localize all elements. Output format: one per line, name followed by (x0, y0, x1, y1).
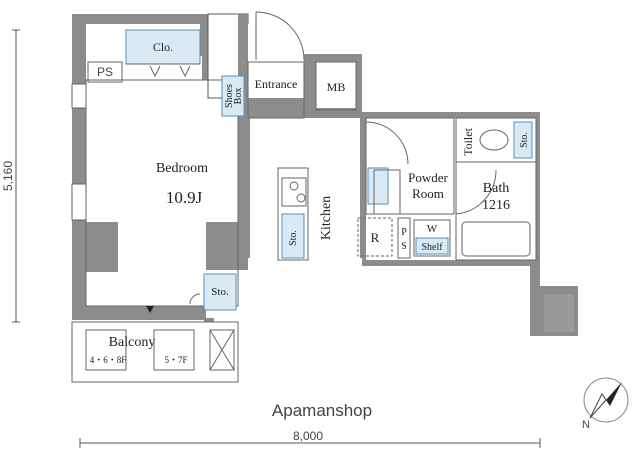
balcony-storage-label: Sto. (211, 286, 229, 298)
height-dimension: 5,160 (1, 29, 20, 323)
entrance-door (255, 11, 305, 61)
pipe-space-left (87, 61, 123, 83)
toilet-bowl (479, 129, 509, 151)
compass-label: N (582, 419, 590, 431)
pipe-space-small-p: P (401, 227, 407, 238)
balcony-note-left: 4・6・8F (90, 355, 127, 365)
bath-room (455, 161, 537, 261)
brand-logo: Apamanshop (272, 401, 372, 420)
refrigerator-label: R (371, 230, 380, 245)
balcony-storage (203, 273, 237, 311)
width-dimension-label: 8,000 (293, 429, 323, 443)
pipe-space-left-label: PS (97, 65, 113, 79)
stove (281, 177, 307, 207)
pipe-space-small-s: S (401, 241, 407, 252)
bath-size: 1216 (482, 198, 510, 213)
kitchen-storage-label: Sto. (288, 230, 299, 246)
bedroom-size: 10.9J (166, 188, 203, 207)
width-dimension: 8,000 (79, 429, 541, 448)
shelf (415, 237, 449, 255)
shoes-box-label-1: Shoes (224, 84, 235, 108)
entrance-label: Entrance (255, 77, 298, 91)
balcony (71, 321, 239, 383)
toilet-storage (513, 121, 533, 159)
toilet-label: Toilet (461, 127, 475, 155)
washer-space (413, 219, 451, 257)
bath-label: Bath (483, 181, 509, 196)
powder-room-label-2: Room (412, 186, 444, 201)
height-dimension-label: 5,160 (1, 161, 15, 191)
shoes-box-label-2: Box (233, 88, 244, 105)
bathtub (461, 221, 531, 257)
powder-room-label-1: Powder (408, 170, 448, 185)
refrigerator (357, 217, 393, 257)
shelf-label: Shelf (421, 242, 443, 253)
bedroom-label: Bedroom (156, 161, 208, 176)
entrance (247, 61, 305, 119)
shoes-box (221, 75, 245, 117)
balcony-door-marker (146, 306, 154, 313)
balcony-note-right: 5・7F (164, 355, 187, 365)
powder-room (365, 117, 455, 215)
compass-icon: N (582, 377, 629, 431)
vanity (367, 167, 389, 205)
toilet-storage-label: Sto. (519, 132, 530, 148)
pipe-space-small (397, 217, 411, 259)
kitchen-label: Kitchen (319, 196, 334, 240)
meter-box (315, 61, 357, 111)
washer-label: W (427, 223, 438, 235)
meter-box-label: MB (327, 80, 346, 94)
kitchen-counter (277, 167, 309, 261)
kitchen-storage (281, 213, 305, 259)
balcony-label: Balcony (109, 335, 156, 350)
closet-label: Clo. (153, 40, 173, 54)
